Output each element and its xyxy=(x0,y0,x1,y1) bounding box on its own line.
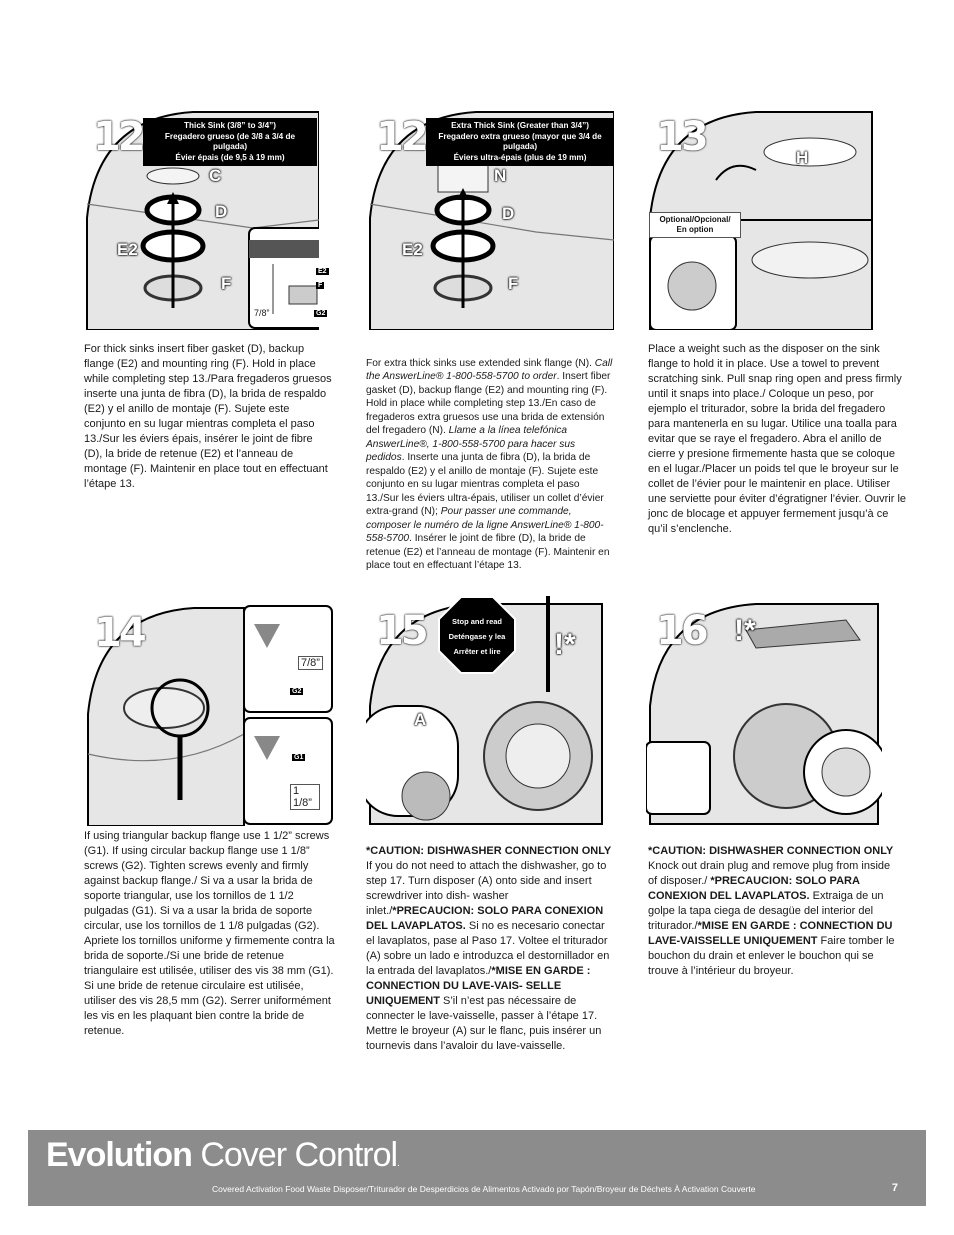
s15-part-3: Si no es necesario conectar el lavaplato… xyxy=(366,920,610,977)
warning-mark-icon: !* xyxy=(734,614,756,647)
step-16-text: *CAUTION: DISHWASHER CONNECTION ONLY Kno… xyxy=(648,829,900,979)
step-12c-illustration: 12C Extra Thick Sink (Greater than 3/4”)… xyxy=(366,108,614,330)
s12c-part-5: Pour passer une commande, composer le nu… xyxy=(366,506,604,544)
footer-subtitle: Covered Activation Food Waste Disposer/T… xyxy=(212,1184,756,1194)
optional-label: Optional/Opcional/ En option xyxy=(649,212,741,238)
stop-sign-text: Stop and read Deténgase y lea Arrêter et… xyxy=(438,614,516,659)
step-12c-caption: Extra Thick Sink (Greater than 3/4”) Fre… xyxy=(426,118,614,166)
footer-bar: Evolution Cover Control. Covered Activat… xyxy=(28,1130,926,1206)
label-d: D xyxy=(215,202,228,221)
inset-tag-f: F xyxy=(316,282,325,289)
step-13-illustration: 13 H Optional/Opcional/ En option xyxy=(646,108,882,330)
brand-logo: Evolution Cover Control. xyxy=(46,1136,400,1175)
inset-bottom-tag: G1 xyxy=(292,754,306,761)
s16-part-4: *MISE EN GARDE : CONNECTION DU LAVE-VAIS… xyxy=(648,920,893,947)
s16-part-0: *CAUTION: DISHWASHER CONNECTION ONLY xyxy=(648,845,894,857)
step-14-number: 14 xyxy=(94,610,147,656)
s12c-part-0: For extra thick sinks use extended sink … xyxy=(366,357,595,369)
step-12b-text: For thick sinks insert fiber gasket (D),… xyxy=(84,343,332,490)
step-12b-illustration: 12B Thick Sink (3/8” to 3/4”) Fregadero … xyxy=(83,108,329,330)
step-12b-caption: Thick Sink (3/8” to 3/4”) Fregadero grue… xyxy=(143,118,317,166)
inset-tag-e2: E2 xyxy=(316,268,329,275)
step-14-illustration: 14 7/8” G2 G1 1 1/8” xyxy=(84,604,333,826)
s15-part-1: If you do not need to attach the dishwas… xyxy=(366,860,607,917)
s12c-part-4: . Inserte una junta de fibra (D), la bri… xyxy=(366,452,604,517)
inset-measure: 7/8” xyxy=(254,308,270,318)
step-15-illustration: 15 Stop and read Deténgase y lea Arrêter… xyxy=(366,596,603,825)
stop-sign-icon xyxy=(438,596,516,674)
brand-mark: . xyxy=(397,1158,400,1169)
page-number: 7 xyxy=(891,1182,898,1194)
s12c-part-3: Llame a la línea telefónica AnswerLine®,… xyxy=(366,425,576,463)
stop-line-fr: Arrêter et lire xyxy=(453,647,501,656)
inset-top-tag: G2 xyxy=(290,688,304,695)
label-e2: E2 xyxy=(117,240,138,259)
step-12c-text: For extra thick sinks use extended sink … xyxy=(366,343,614,573)
label-f: F xyxy=(221,274,232,293)
label-n: N xyxy=(494,166,507,185)
s15-part-2: *PRECAUCION: SOLO PARA CONEXION DEL LAVA… xyxy=(366,905,604,932)
inset-tag-g2: G2 xyxy=(314,310,328,317)
brand-light: Cover Control xyxy=(200,1136,398,1174)
brand-bold: Evolution xyxy=(46,1136,193,1174)
step-14-text: If using triangular backup flange use 1 … xyxy=(84,830,335,1037)
s15-part-4: *MISE EN GARDE : CONNECTION DU LAVE-VAIS… xyxy=(366,965,591,1007)
inset-top-measure: 7/8” xyxy=(298,656,323,670)
label-c: C xyxy=(209,166,222,185)
s12c-part-2: . Insert fiber gasket (D), backup flange… xyxy=(366,371,611,436)
s12c-part-1: Call the AnswerLine® 1-800-558-5700 to o… xyxy=(366,357,613,383)
stop-line-es: Deténgase y lea xyxy=(448,632,506,641)
step-13-number: 13 xyxy=(656,114,709,160)
step-16-illustration: 16 !* xyxy=(646,596,882,825)
s15-part-5: S’il n’est pas nécessaire de connecter l… xyxy=(366,995,602,1052)
step-13-drawing xyxy=(649,111,873,330)
warning-mark-icon: !* xyxy=(554,628,576,661)
s16-part-5: Faire tomber le bouchon du drain et enle… xyxy=(648,935,895,977)
label-e2: E2 xyxy=(402,240,423,259)
s16-part-3: Extraiga de un golpe la tapa ciega de de… xyxy=(648,890,884,932)
label-f: F xyxy=(508,274,519,293)
label-h: H xyxy=(796,148,809,167)
step-16-number: 16 xyxy=(656,608,709,654)
step-15-text: *CAUTION: DISHWASHER CONNECTION ONLY If … xyxy=(366,829,616,1054)
step-16-drawing xyxy=(646,603,882,825)
inset-bottom-measure: 1 1/8” xyxy=(290,784,320,810)
s15-part-0: *CAUTION: DISHWASHER CONNECTION ONLY xyxy=(366,845,612,857)
stop-line-en: Stop and read xyxy=(451,617,502,626)
step-15-number: 15 xyxy=(376,608,429,654)
step-15-drawing xyxy=(366,596,603,825)
s16-part-1: Knock out drain plug and remove plug fro… xyxy=(648,860,891,887)
step-14-drawing xyxy=(87,605,333,826)
s12c-part-6: . Insérer le joint de fibre (D), la brid… xyxy=(366,533,610,571)
s16-part-2: *PRECAUCION: SOLO PARA CONEXION DEL LAVA… xyxy=(648,875,860,902)
label-a: A xyxy=(414,710,427,729)
step-12b-drawing xyxy=(86,111,319,330)
label-d: D xyxy=(502,204,515,223)
step-13-text: Place a weight such as the disposer on t… xyxy=(648,343,907,535)
